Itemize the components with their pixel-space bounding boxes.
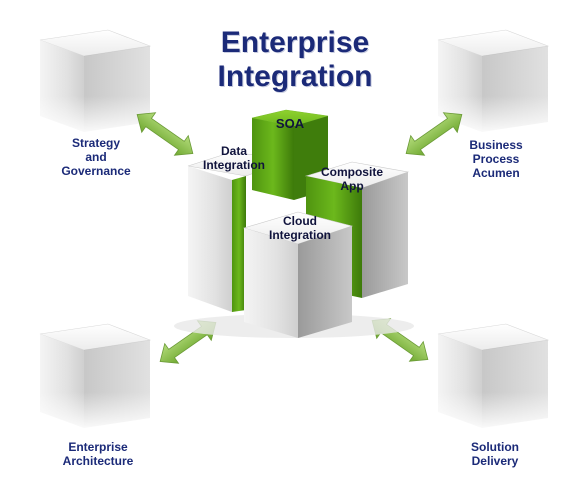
label-data-integration-line2: Integration xyxy=(203,158,265,172)
center-cluster xyxy=(174,109,414,338)
label-composite-app: Composite App xyxy=(310,165,394,193)
label-composite-app-line1: Composite xyxy=(320,165,383,179)
label-strategy-governance-line1: Strategy xyxy=(71,136,121,150)
label-composite-app-line2: App xyxy=(340,179,364,193)
label-cloud-integration-line1: Cloud xyxy=(283,214,317,228)
label-data-integration: Data Integration xyxy=(194,144,274,172)
label-strategy-governance-line3: Governance xyxy=(61,164,131,178)
title-line-2: Integration xyxy=(217,60,373,93)
label-enterprise-architecture: Enterprise Architecture xyxy=(40,440,156,468)
cube-bottom-right xyxy=(437,323,550,432)
label-solution-delivery-line2: Delivery xyxy=(471,454,519,468)
label-cloud-integration: Cloud Integration xyxy=(258,214,342,242)
label-strategy-governance-line2: and xyxy=(85,150,107,164)
label-enterprise-architecture-line1: Enterprise xyxy=(68,440,128,454)
label-solution-delivery-line1: Solution xyxy=(471,440,519,454)
label-enterprise-architecture-line2: Architecture xyxy=(62,454,134,468)
label-business-process-acumen: Business Process Acumen xyxy=(448,138,544,180)
cube-bottom-left xyxy=(39,323,152,432)
block-cloud-integration xyxy=(242,211,354,338)
label-business-process-acumen-line1: Business xyxy=(469,138,523,152)
label-business-process-acumen-line3: Acumen xyxy=(472,166,520,180)
label-soa: SOA xyxy=(275,116,305,131)
label-cloud-integration-line2: Integration xyxy=(269,228,331,242)
cube-top-left xyxy=(39,29,152,136)
label-data-integration-line1: Data xyxy=(220,144,247,158)
label-solution-delivery: Solution Delivery xyxy=(450,440,540,468)
cube-top-right xyxy=(437,29,550,136)
title-line-1: Enterprise xyxy=(220,26,370,59)
block-data-integration xyxy=(187,151,291,312)
label-strategy-governance: Strategy and Governance xyxy=(46,136,146,178)
label-business-process-acumen-line2: Process xyxy=(472,152,520,166)
block-soa xyxy=(251,109,329,200)
